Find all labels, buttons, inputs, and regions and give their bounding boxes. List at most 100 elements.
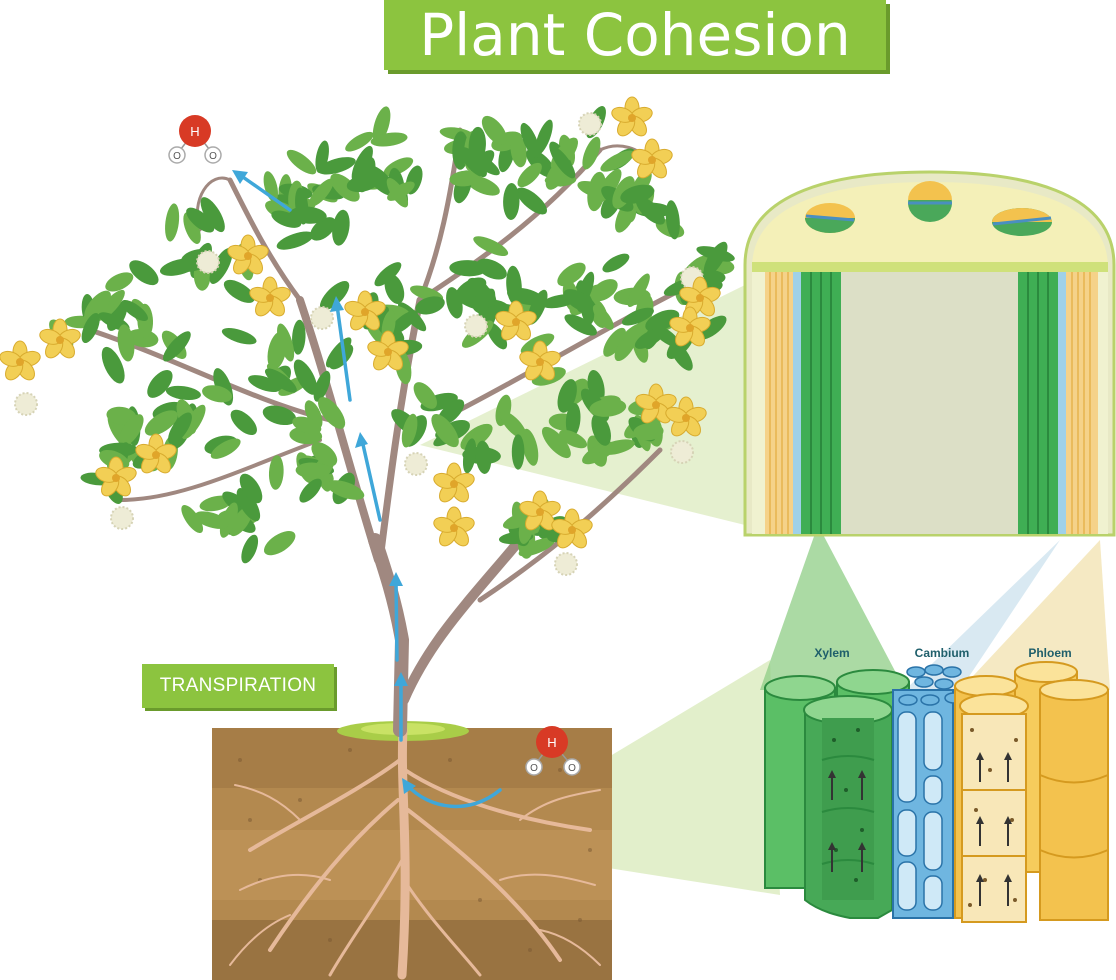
- seed-puff: [554, 552, 578, 576]
- seed-puff: [110, 506, 134, 530]
- leaf: [241, 534, 259, 564]
- leaf: [473, 236, 509, 256]
- leaf: [370, 132, 408, 147]
- leaf: [210, 438, 241, 459]
- flower: [665, 396, 707, 437]
- leaf: [602, 253, 630, 273]
- leaf: [118, 414, 144, 447]
- leaf: [346, 174, 379, 193]
- leaf: [703, 241, 728, 276]
- leaf: [345, 131, 374, 152]
- leaf: [183, 212, 201, 244]
- leaf: [271, 210, 302, 228]
- page-title: Plant Cohesion: [419, 1, 851, 69]
- leaf: [413, 382, 437, 409]
- leaf: [510, 135, 527, 168]
- leaf: [589, 398, 627, 417]
- leaf: [292, 416, 322, 435]
- leaf: [481, 115, 507, 145]
- leaf: [372, 106, 391, 144]
- leaf: [592, 304, 614, 330]
- leaf: [559, 429, 588, 449]
- leaf: [565, 402, 581, 437]
- leaf: [181, 504, 204, 534]
- flower: [367, 330, 409, 371]
- molecule-hydrogen-label: H: [190, 124, 199, 139]
- leaf: [263, 530, 296, 556]
- leaf: [521, 428, 539, 466]
- leaf: [590, 279, 618, 302]
- leaf: [475, 440, 492, 474]
- seed-puff: [14, 392, 38, 416]
- leaf: [486, 322, 508, 350]
- leaf: [449, 170, 481, 187]
- molecule-oxygen-label: O: [530, 763, 538, 774]
- leaf: [535, 119, 553, 156]
- leaf: [292, 319, 306, 355]
- leaf: [696, 315, 727, 340]
- zoom-cone-cambium: [905, 540, 1060, 690]
- flower: [135, 433, 177, 474]
- leaf: [129, 260, 159, 286]
- water-molecule-top: H O O: [168, 115, 222, 164]
- leaf: [202, 385, 233, 403]
- leaf: [620, 184, 655, 204]
- molecule-oxygen-label: O: [209, 151, 217, 162]
- xylem-label: Xylem: [814, 646, 849, 660]
- leaf: [268, 455, 284, 490]
- leaf: [506, 265, 522, 306]
- leaf: [121, 299, 148, 322]
- leaf: [117, 324, 135, 362]
- leaf: [304, 400, 323, 429]
- leaf: [415, 296, 445, 315]
- xylem-tissue: [764, 669, 910, 919]
- leaf: [165, 385, 201, 400]
- leaf: [186, 207, 215, 233]
- leaf: [277, 323, 295, 362]
- flower: [433, 462, 475, 503]
- flower: [249, 276, 291, 317]
- leaf: [286, 149, 317, 175]
- cambium-tissue: [892, 664, 964, 919]
- leaf: [364, 164, 396, 196]
- leaf: [478, 304, 514, 319]
- leaf: [503, 183, 520, 220]
- leaf: [401, 413, 418, 448]
- stem-cross-section: [743, 170, 1116, 537]
- leaf: [147, 369, 173, 398]
- leaf: [332, 209, 350, 246]
- leaf: [511, 434, 525, 470]
- leaf: [462, 438, 477, 474]
- leaf: [591, 413, 611, 446]
- leaf: [550, 146, 576, 179]
- leaf: [459, 147, 487, 178]
- leaf: [520, 122, 540, 159]
- flower: [0, 340, 41, 381]
- zoom-cone-phloem: [960, 540, 1110, 690]
- flower: [519, 490, 561, 531]
- cambium-label: Cambium: [915, 646, 970, 660]
- molecule-oxygen-label: O: [173, 151, 181, 162]
- leaf: [299, 478, 322, 503]
- flower: [669, 306, 711, 347]
- leaf: [431, 414, 459, 448]
- transpiration-label-box: TRANSPIRATION: [142, 664, 334, 708]
- flower: [631, 138, 673, 179]
- leaf: [168, 412, 192, 444]
- leaf: [165, 203, 180, 242]
- leaf: [144, 410, 178, 436]
- leaf: [311, 442, 338, 467]
- leaf: [230, 409, 257, 436]
- soil-block: [212, 721, 612, 980]
- leaf: [517, 162, 542, 188]
- flower: [635, 383, 677, 424]
- leaf: [236, 488, 261, 522]
- seed-puff: [464, 314, 488, 338]
- leaf: [289, 206, 327, 224]
- leaf: [476, 258, 507, 280]
- leaf: [162, 331, 191, 362]
- leaf: [319, 281, 350, 311]
- leaf: [633, 423, 664, 441]
- seed-puff: [670, 440, 694, 464]
